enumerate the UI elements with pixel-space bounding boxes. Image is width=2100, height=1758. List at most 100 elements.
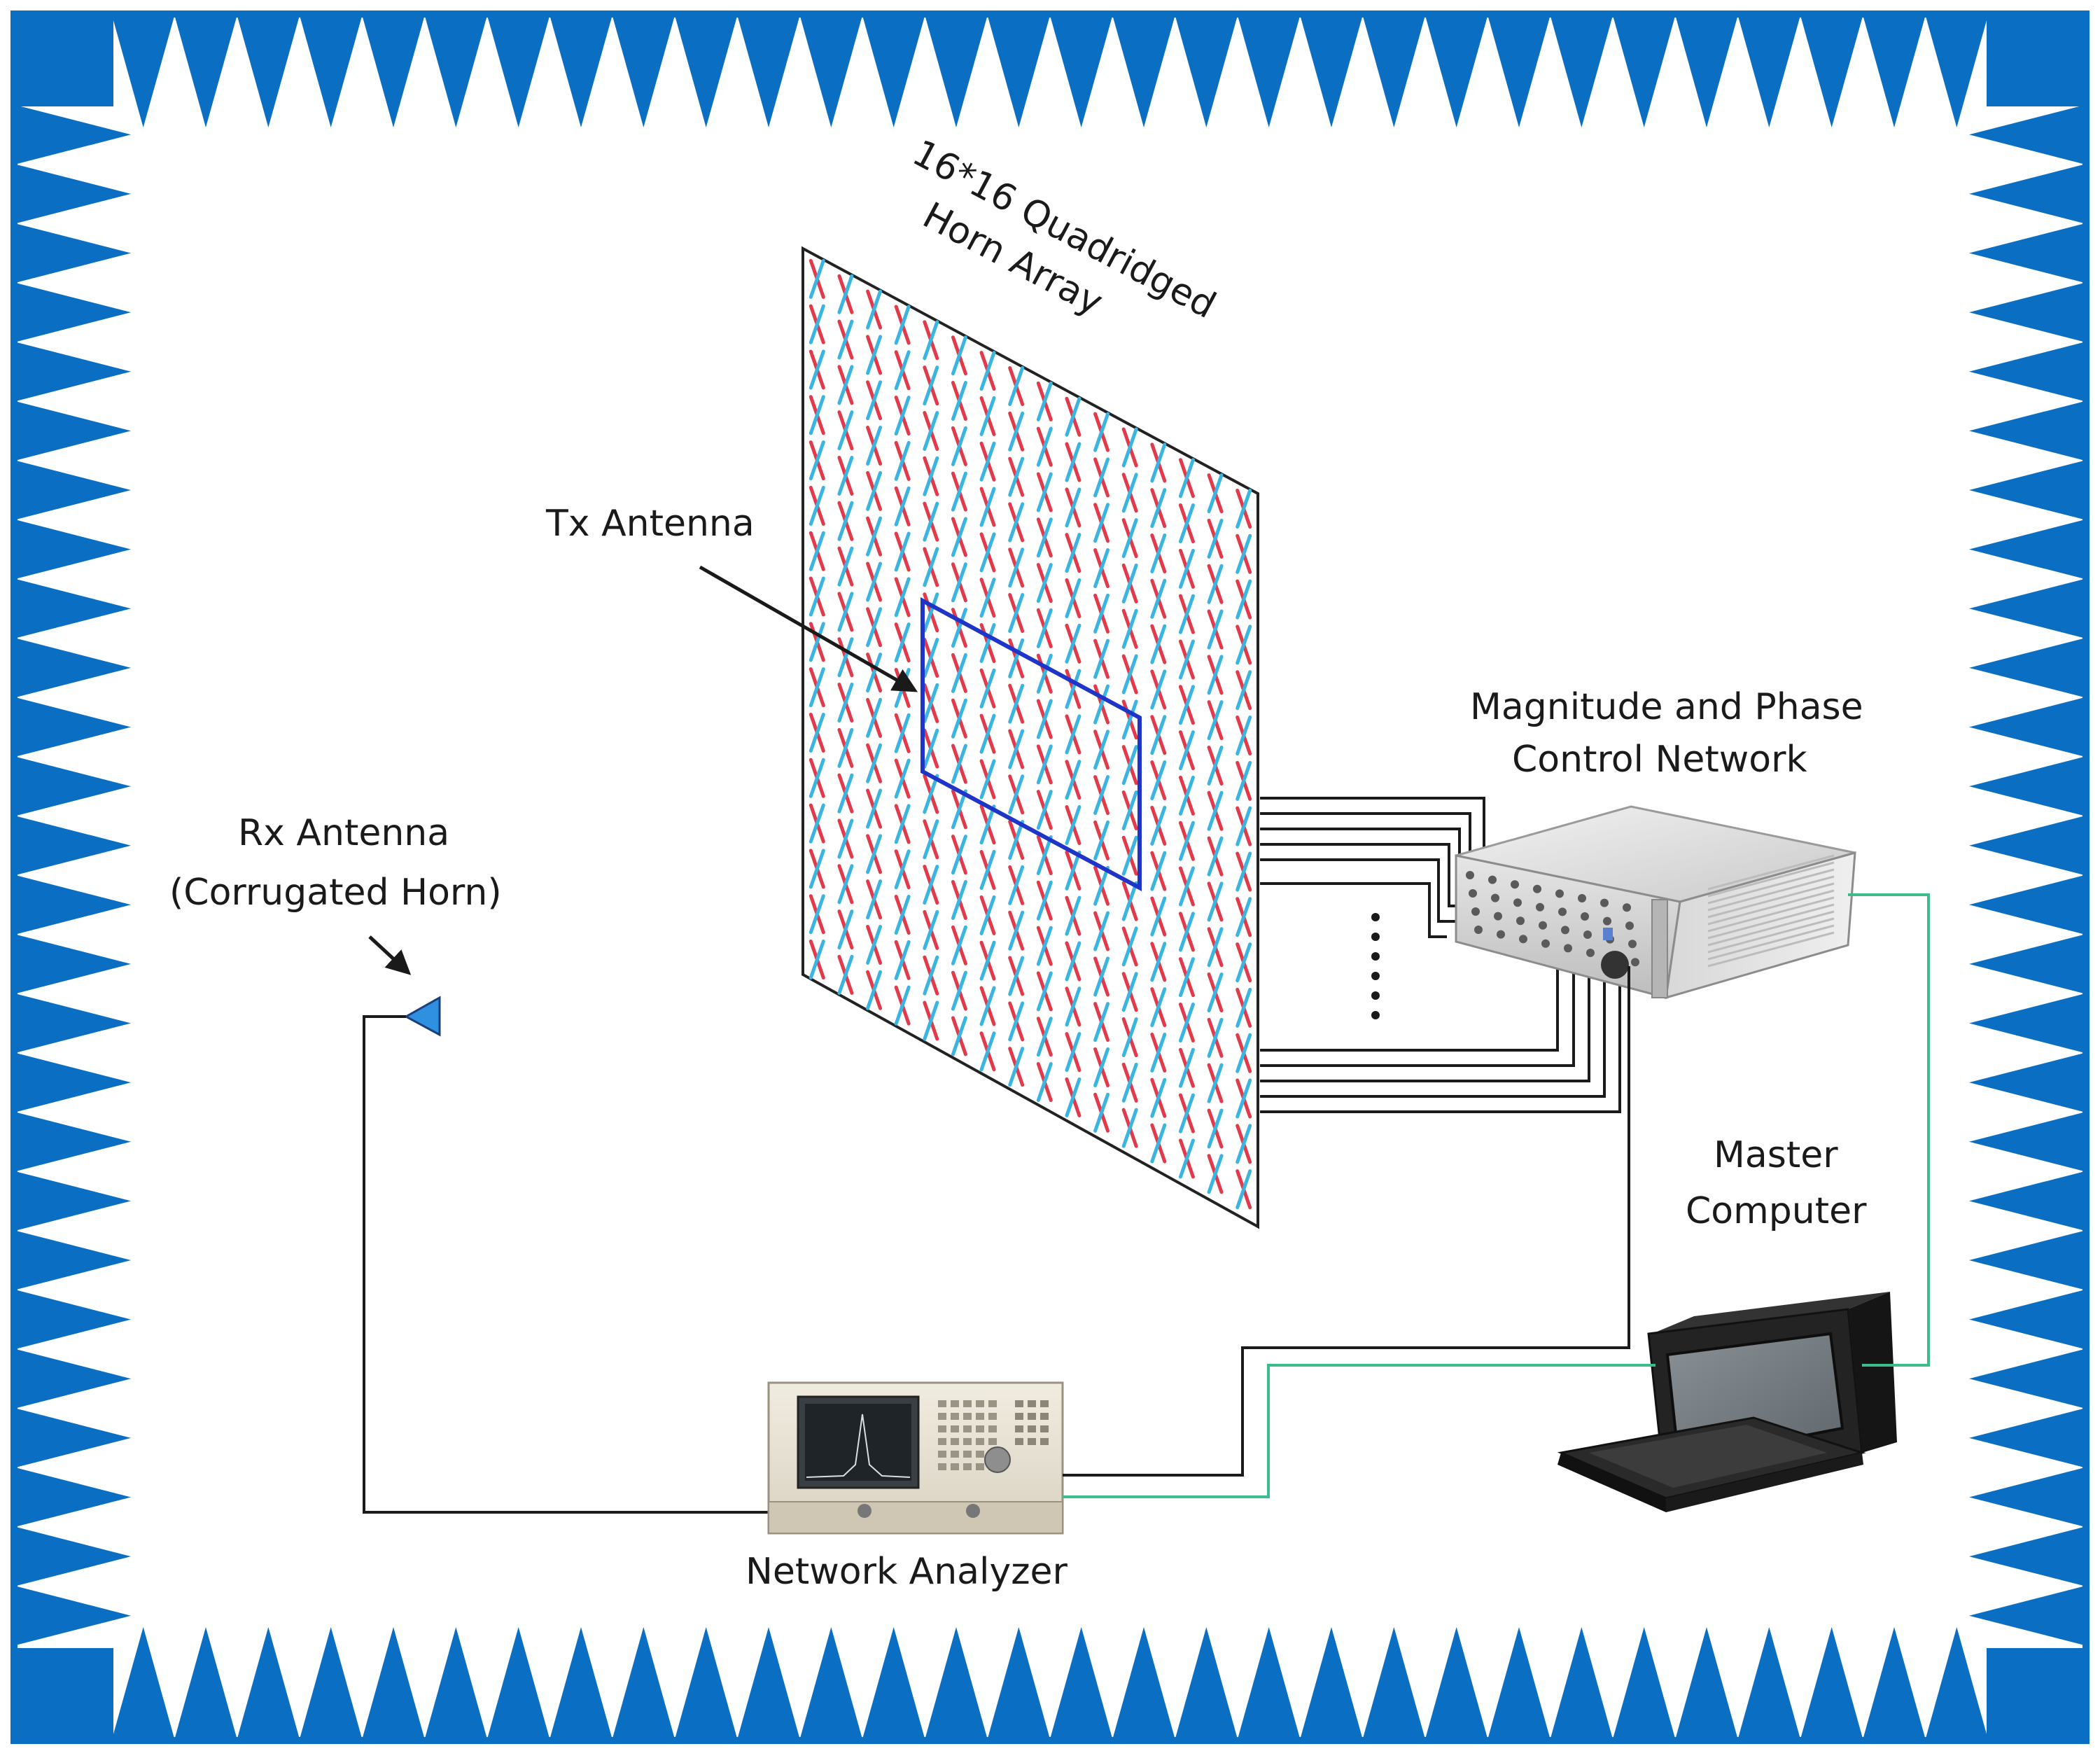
horn-element <box>951 381 967 421</box>
horn-element <box>1065 714 1082 755</box>
rack-port <box>1533 884 1541 893</box>
horn-element <box>1121 1062 1138 1103</box>
analyzer-key <box>1028 1438 1036 1445</box>
horn-element <box>1065 895 1082 936</box>
horn-element <box>1036 608 1053 648</box>
absorber-spike-right <box>1969 1526 2085 1586</box>
absorber-spike-right <box>1969 1230 2085 1290</box>
analyzer-key <box>1015 1438 1023 1445</box>
horn-element <box>1008 502 1025 543</box>
horn-element <box>923 909 939 950</box>
absorber-spike-top <box>675 15 738 127</box>
horn-element <box>1236 1124 1252 1164</box>
absorber-spike-bottom <box>737 1627 800 1739</box>
horn-element <box>1036 835 1053 875</box>
horn-element <box>1093 1047 1110 1087</box>
rack-vent <box>1707 910 1835 947</box>
horn-element <box>951 608 967 648</box>
horn-element <box>1236 897 1252 937</box>
horn-element <box>1121 926 1138 967</box>
tx-antenna-box <box>920 597 1142 892</box>
horn-element <box>923 955 939 996</box>
absorber-spike-right <box>1969 756 2085 816</box>
horn-element <box>951 835 967 875</box>
absorber-spike-right <box>1969 223 2085 283</box>
rack-vent <box>1707 931 1835 968</box>
analyzer-key <box>988 1413 997 1420</box>
horn-element <box>866 607 883 648</box>
absorber-spike-bottom <box>1238 1627 1301 1739</box>
horn-element <box>1178 1093 1195 1133</box>
absorber-spike-top <box>1737 15 1800 127</box>
horn-element <box>866 335 883 375</box>
horn-element <box>837 954 854 995</box>
horn-array-panel <box>802 246 1259 1229</box>
horn-element <box>951 789 967 830</box>
array-to-mpcn-cable <box>1260 959 1606 1098</box>
horn-element <box>808 622 825 662</box>
absorber-spike-top <box>1112 15 1175 127</box>
horn-element <box>1036 472 1053 512</box>
horn-element <box>1150 624 1167 664</box>
analyzer-key <box>951 1413 959 1420</box>
rack-vent <box>1707 875 1835 912</box>
horn-element <box>1121 563 1138 604</box>
horn-element <box>1065 396 1082 437</box>
horn-element <box>1036 426 1053 467</box>
horn-element <box>1207 655 1224 695</box>
rack-vent <box>1707 896 1835 933</box>
array-cables <box>1260 797 1621 1113</box>
rack-vent <box>1707 854 1835 891</box>
absorber-spike-bottom <box>550 1627 612 1739</box>
rack-port <box>1600 898 1609 907</box>
absorber-spike-bottom <box>1675 1627 1738 1739</box>
horn-element <box>1008 820 1025 860</box>
analyzer-key <box>976 1400 984 1407</box>
absorber-spike-bottom <box>862 1627 925 1739</box>
horn-element <box>1008 638 1025 678</box>
horn-element <box>1207 564 1224 604</box>
horn-element <box>923 638 939 678</box>
horn-element <box>894 440 911 481</box>
analyzer-key <box>976 1413 984 1420</box>
horn-element <box>1036 744 1053 785</box>
horn-element <box>1178 685 1195 725</box>
horn-element <box>1065 805 1082 846</box>
horn-element <box>1036 880 1053 921</box>
absorber-spike-left <box>15 1112 131 1172</box>
absorber-spike-left <box>15 1230 131 1290</box>
horn-element <box>837 637 854 678</box>
horn-element <box>808 667 825 708</box>
horn-element <box>923 774 939 814</box>
horn-element <box>979 441 996 482</box>
rack-port <box>1555 889 1564 898</box>
horn-element <box>1236 760 1252 801</box>
horn-element <box>866 879 883 920</box>
absorber-spike-top <box>1362 15 1425 127</box>
horn-element <box>1178 912 1195 952</box>
absorber-spike-top <box>1488 15 1550 127</box>
horn-element <box>979 895 996 935</box>
absorber-spike-top <box>174 15 237 127</box>
horn-element <box>979 487 996 527</box>
absorber-spike-top <box>1800 15 1863 127</box>
horn-element <box>1008 729 1025 769</box>
horn-element <box>894 804 911 844</box>
rack-port <box>1519 935 1527 944</box>
horn-element <box>894 758 911 799</box>
rack-port <box>1541 939 1550 948</box>
horn-element <box>1008 1001 1025 1042</box>
absorber-spike-top <box>237 15 300 127</box>
horn-element <box>1121 654 1138 695</box>
rack-port <box>1536 902 1544 912</box>
analyzer-key <box>938 1400 946 1407</box>
analyzer-key <box>951 1438 959 1445</box>
absorber-spike-right <box>1969 401 2085 461</box>
horn-element <box>1236 670 1252 711</box>
absorber-spike-left <box>15 1348 131 1409</box>
horn-element <box>1150 942 1167 982</box>
absorber-spike-left <box>15 638 131 698</box>
absorber-spike-left <box>15 519 131 579</box>
absorber-spike-bottom <box>987 1627 1050 1739</box>
absorber-spike-left <box>15 1052 131 1112</box>
